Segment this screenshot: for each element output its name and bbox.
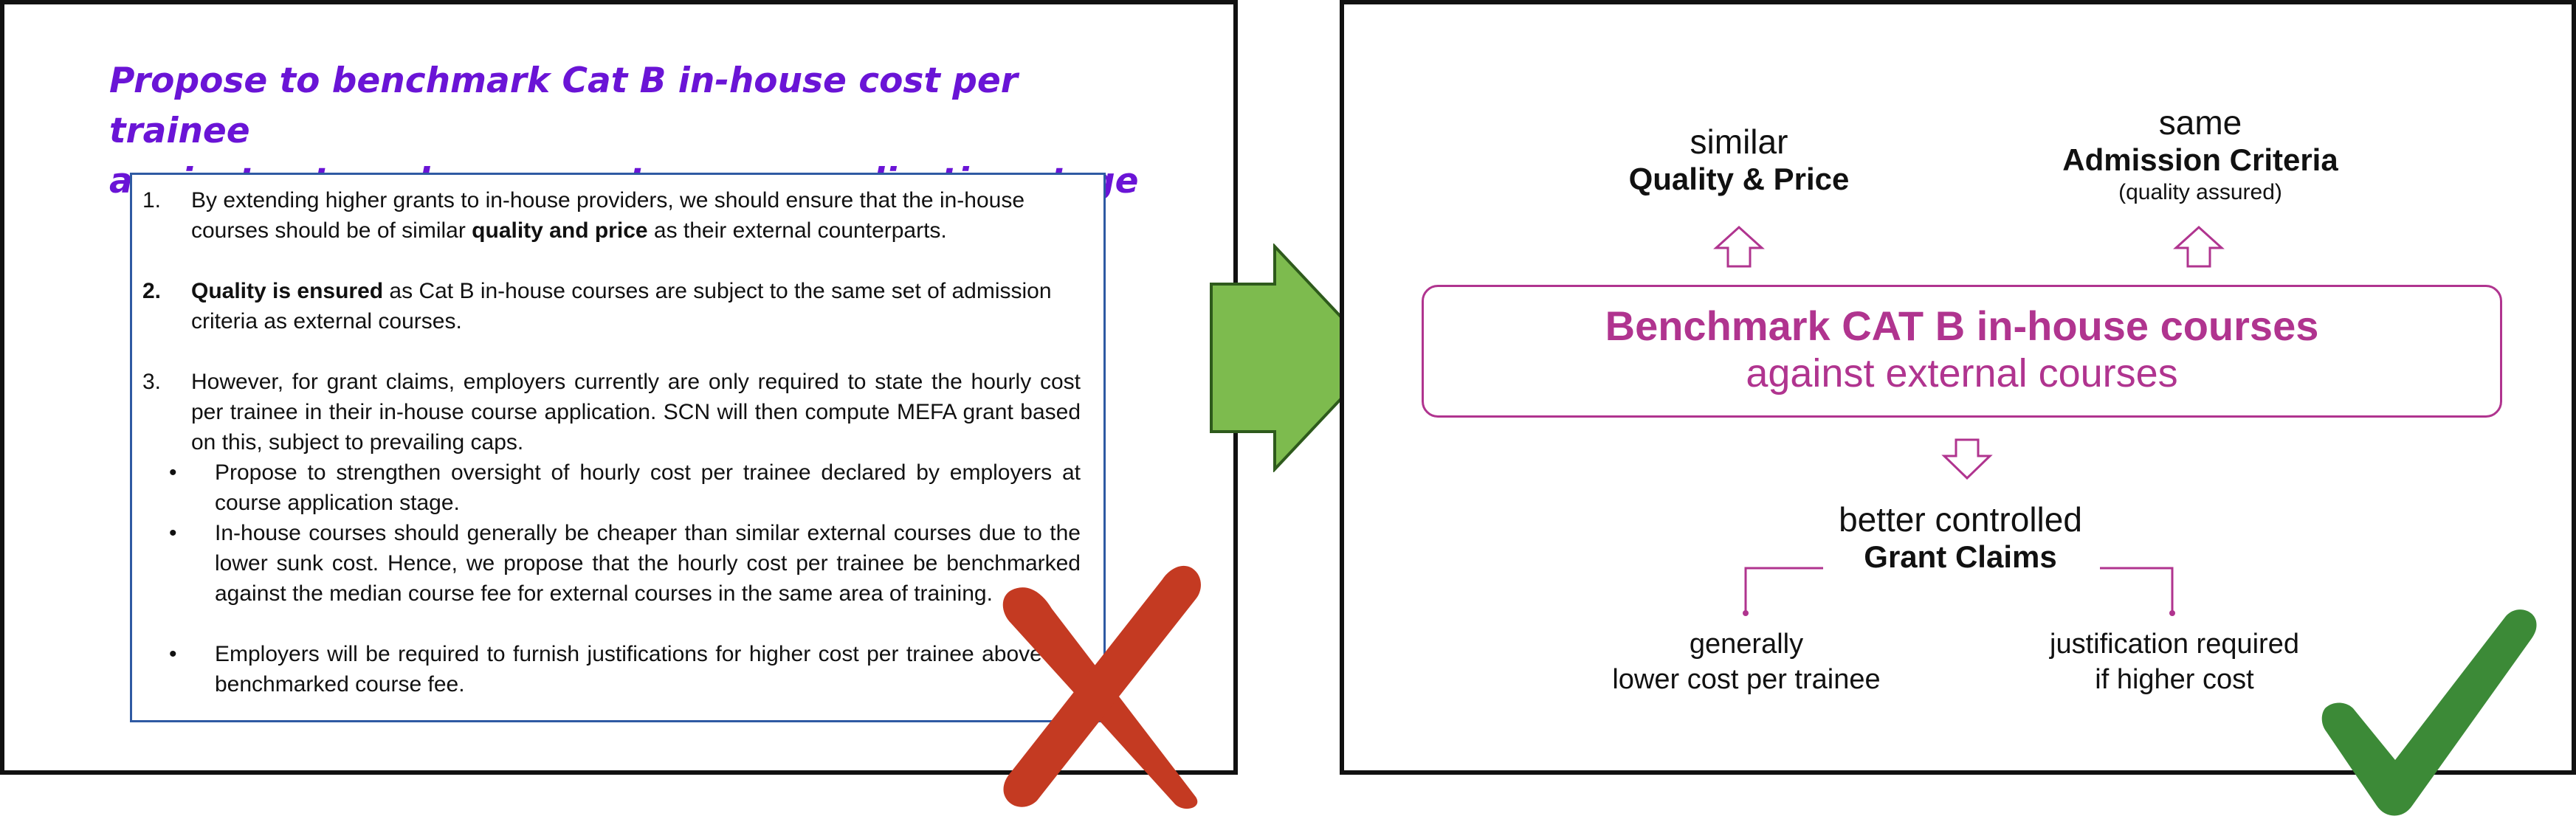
title-line-1: Propose to benchmark Cat B in-house cost… xyxy=(109,61,1018,151)
label-small: (quality assured) xyxy=(2118,180,2282,204)
label-bold: Quality & Price xyxy=(1628,162,1850,196)
up-arrow-icon xyxy=(1713,225,1765,268)
benchmark-box: Benchmark CAT B in-house courses against… xyxy=(1422,285,2502,418)
label-light: similar xyxy=(1690,122,1788,161)
line-2-bold: quality and price xyxy=(472,218,648,243)
label-bold: Grant Claims xyxy=(1864,539,2057,574)
list-item-text: However, for grant claims, employers cur… xyxy=(191,370,1081,455)
bullet-dot: • xyxy=(169,521,177,545)
label-line-1: justification required xyxy=(2050,629,2299,660)
label-light: same xyxy=(2158,103,2242,142)
bullet-text: Propose to strengthen oversight of hourl… xyxy=(215,460,1081,515)
list-number: 1. xyxy=(142,188,162,212)
label-line-1: generally xyxy=(1689,629,1804,660)
line-1-bold: Quality is ensured xyxy=(191,279,384,303)
admission-criteria-label: same Admission Criteria (quality assured… xyxy=(2023,103,2377,207)
bullet-dot: • xyxy=(169,642,177,666)
bullet-dot: • xyxy=(169,460,177,485)
line-1: By extending higher grants to in-house p… xyxy=(191,188,1025,212)
line-2-pre: courses should be of similar xyxy=(191,218,472,243)
label-light: better controlled xyxy=(1839,500,2082,539)
list-number: 2. xyxy=(142,279,162,303)
label-line-2: if higher cost xyxy=(2095,664,2254,695)
down-arrow-icon xyxy=(1941,438,1993,480)
list-number: 3. xyxy=(142,370,162,394)
left-slide: Propose to benchmark Cat B in-house cost… xyxy=(0,0,1238,775)
benchmark-line-1: Benchmark CAT B in-house courses xyxy=(1605,303,2319,349)
list-item-text: Quality is ensured as Cat B in-house cou… xyxy=(191,276,1081,336)
quality-price-label: similar Quality & Price xyxy=(1606,122,1872,198)
grant-claims-label: better controlled Grant Claims xyxy=(1787,500,2134,576)
bullet-text: In-house courses should generally be che… xyxy=(215,521,1081,606)
label-bold: Admission Criteria xyxy=(2062,142,2338,177)
line-2-post: as their external counterparts. xyxy=(647,218,947,243)
justification-label: justification required if higher cost xyxy=(2023,626,2326,697)
green-right-arrow-icon xyxy=(1210,243,1382,472)
benchmark-line-2: against external courses xyxy=(1746,351,2178,395)
proposal-text-box: 1. By extending higher grants to in-hous… xyxy=(130,173,1106,722)
label-line-2: lower cost per trainee xyxy=(1612,664,1881,695)
right-slide: similar Quality & Price same Admission C… xyxy=(1340,0,2576,775)
line-1-post: as Cat B in-house courses are subject to… xyxy=(383,279,1052,303)
lower-cost-label: generally lower cost per trainee xyxy=(1591,626,1901,697)
line-2: criteria as external courses. xyxy=(191,309,462,334)
green-check-icon xyxy=(2321,609,2537,816)
up-arrow-icon xyxy=(2173,225,2225,268)
red-cross-icon xyxy=(1002,565,1201,809)
connector-right xyxy=(2100,567,2174,613)
bullet-text: Employers will be required to furnish ju… xyxy=(215,642,1081,697)
list-item-text: By extending higher grants to in-house p… xyxy=(191,185,1081,246)
diagram-connectors xyxy=(1713,225,2225,616)
connector-left xyxy=(1744,567,1823,613)
